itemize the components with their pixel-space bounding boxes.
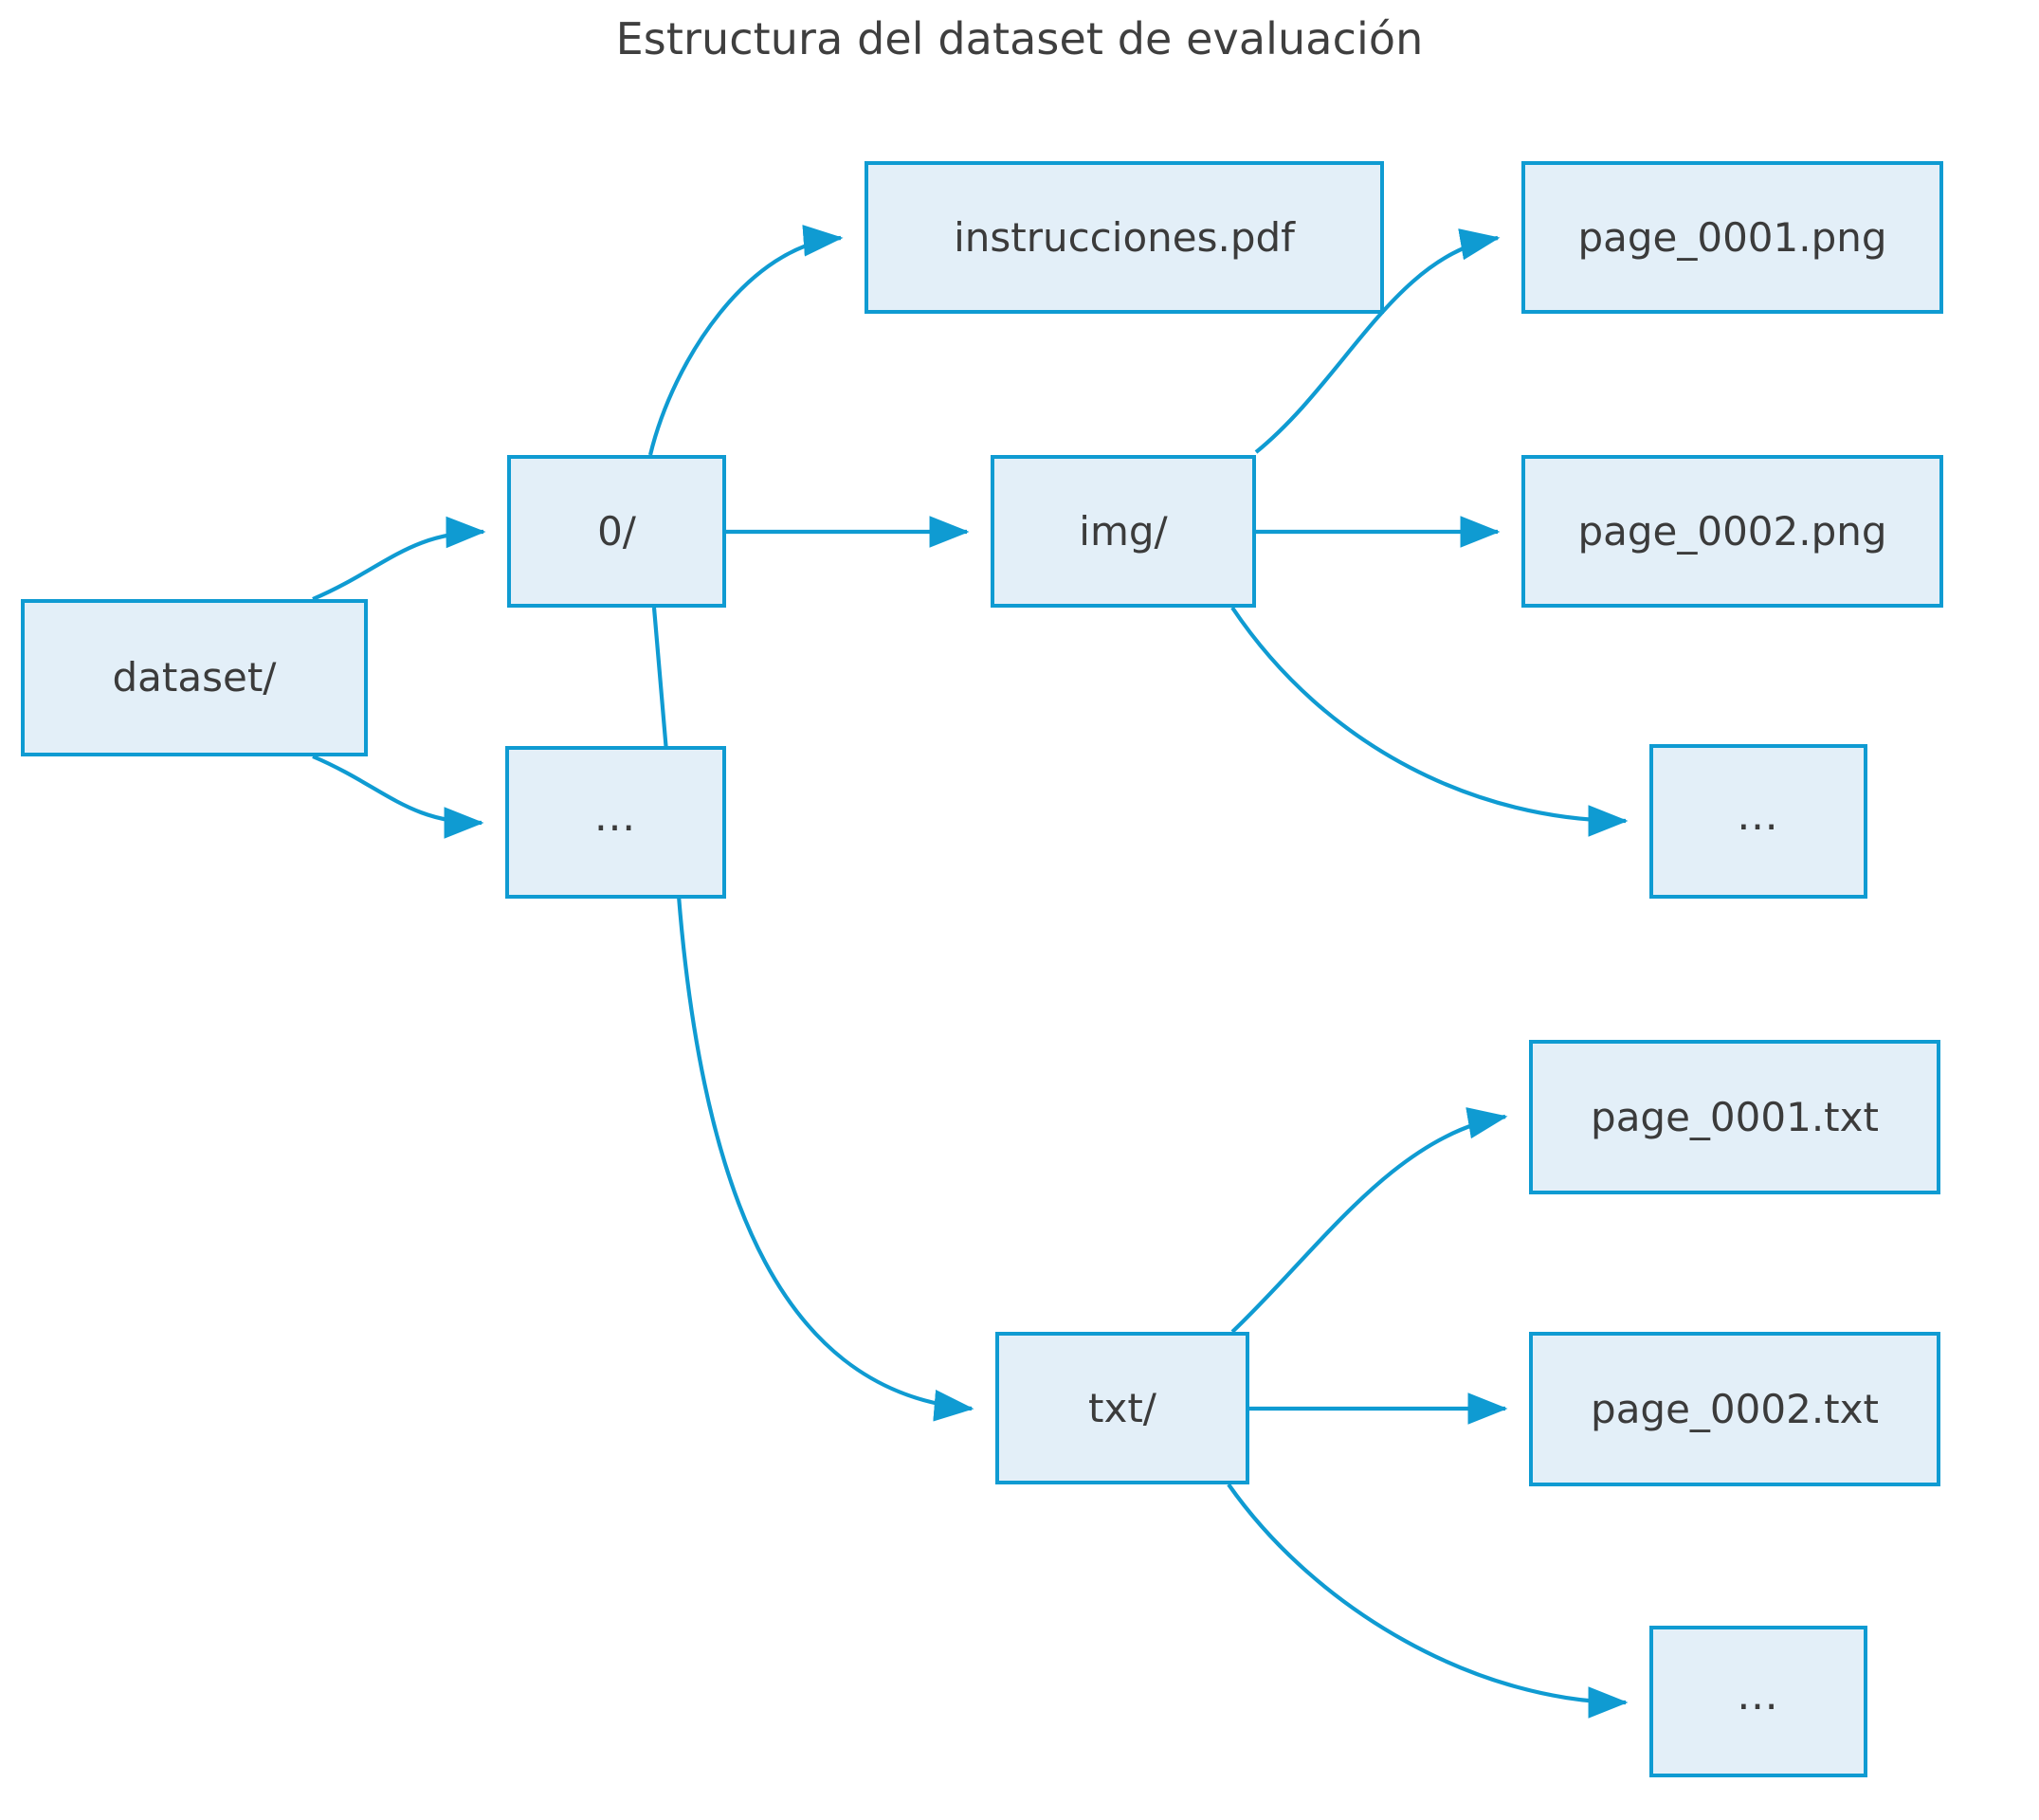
node-page-0002-png[interactable]: page_0002.png: [1521, 455, 1943, 608]
node-page-0002-png-label: page_0002.png: [1577, 507, 1887, 555]
node-dataset-label: dataset/: [112, 654, 277, 701]
edge-dataset-to-zero: [312, 516, 486, 601]
edge-zero-to-txt: [651, 607, 974, 1422]
node-instrucciones-pdf[interactable]: instrucciones.pdf: [865, 161, 1384, 314]
edge-txt-to-txt1: [1230, 1107, 1508, 1334]
node-zero[interactable]: 0/: [507, 455, 726, 608]
node-zero-label: 0/: [597, 507, 636, 555]
node-dots-img-label: …: [1737, 791, 1780, 840]
node-txt-label: txt/: [1088, 1384, 1156, 1431]
node-page-0002-txt[interactable]: page_0002.txt: [1529, 1332, 1940, 1486]
node-page-0001-txt-label: page_0001.txt: [1591, 1093, 1879, 1140]
node-page-0001-png[interactable]: page_0001.png: [1521, 161, 1943, 314]
edge-img-to-dots-img: [1230, 606, 1629, 837]
node-img-label: img/: [1079, 507, 1168, 555]
node-page-0002-txt-label: page_0002.txt: [1591, 1385, 1879, 1432]
node-dataset[interactable]: dataset/: [21, 599, 368, 756]
node-dots-root-label: …: [593, 792, 638, 841]
edge-zero-to-instrucciones: [647, 225, 844, 456]
edge-txt-to-dots-txt: [1227, 1483, 1629, 1719]
node-page-0001-txt[interactable]: page_0001.txt: [1529, 1040, 1940, 1194]
node-dots-img[interactable]: …: [1649, 744, 1867, 899]
node-instrucciones-pdf-label: instrucciones.pdf: [954, 213, 1295, 261]
node-dots-txt-label: …: [1737, 1671, 1780, 1720]
node-dots-root[interactable]: …: [505, 746, 726, 899]
node-page-0001-png-label: page_0001.png: [1577, 213, 1887, 261]
diagram-title: Estructura del dataset de evaluación: [615, 13, 1424, 64]
edge-dataset-to-dots-root: [312, 755, 484, 839]
node-dots-txt[interactable]: …: [1649, 1626, 1867, 1777]
node-img[interactable]: img/: [991, 455, 1256, 608]
node-txt[interactable]: txt/: [995, 1332, 1249, 1484]
